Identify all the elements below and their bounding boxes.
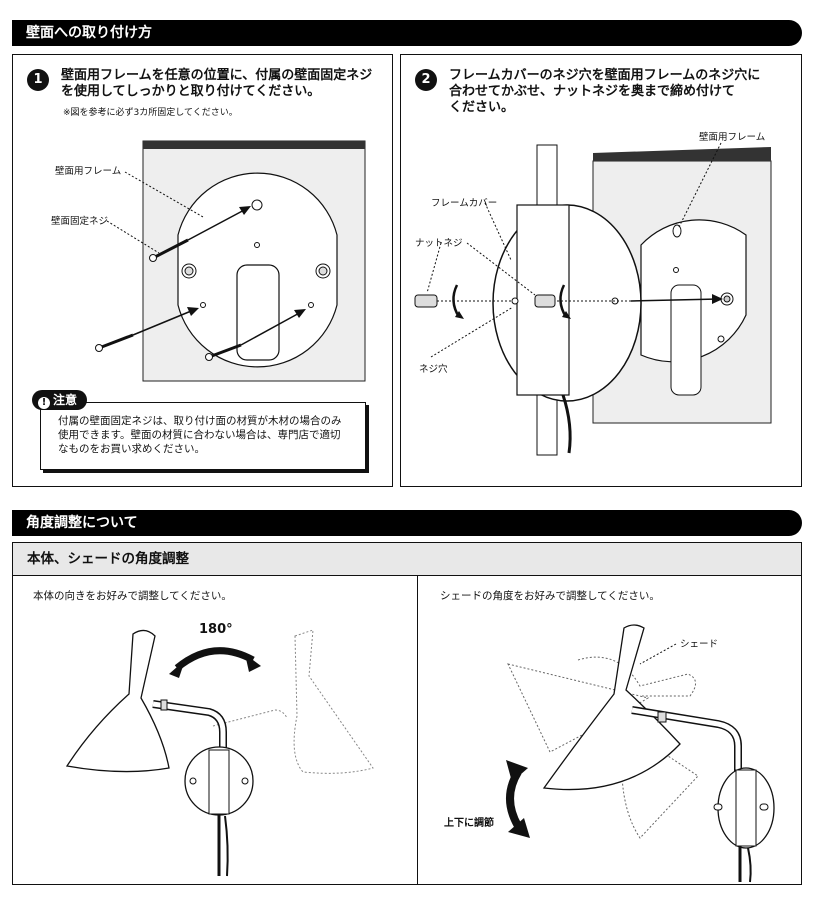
label-nut-screw: ナットネジ — [415, 238, 463, 249]
step1-illustration — [95, 140, 366, 382]
label-wall-frame-2: 壁面用フレーム — [699, 132, 766, 143]
label-frame-cover: フレームカバー — [431, 198, 498, 209]
caution-line2: 使用できます。壁面の材質に合わない場合は、専門店で適切 — [58, 429, 341, 441]
step1-panel: 1 壁面用フレームを任意の位置に、付属の壁面固定ネジ を使用してしっかりと取り付… — [12, 54, 393, 487]
section-title: 壁面への取り付け方 — [26, 25, 152, 41]
caution-box — [40, 402, 366, 470]
section-header-installation: 壁面への取り付け方 — [12, 20, 802, 46]
step2-line3: ください。 — [449, 100, 515, 115]
body-rotation-illustration — [65, 629, 374, 877]
subsection-header: 本体、シェードの角度調整 — [12, 542, 802, 576]
step1-note: ※図を参考に必ず3カ所固定してください。 — [63, 108, 238, 118]
label-wall-screw: 壁面固定ネジ — [51, 216, 109, 227]
shade-angle-instruction: シェードの角度をお好みで調整してください。 — [440, 590, 660, 602]
caution-line3: なものをお買い求めください。 — [58, 443, 205, 455]
rotation-angle-label: 180° — [199, 622, 233, 637]
body-angle-instruction: 本体の向きをお好みで調整してください。 — [33, 590, 232, 602]
section-header-angle: 角度調整について — [12, 510, 802, 536]
step2-illustration — [414, 142, 772, 456]
caution-text: 付属の壁面固定ネジは、取り付け面の材質が木材の場合のみ 使用できます。壁面の材質… — [58, 414, 358, 456]
caution-tag: !注意 — [32, 390, 88, 410]
step2-line2: 合わせてかぶせ、ナットネジを奥まで締め付けて — [449, 84, 736, 99]
step1-line2: を使用してしっかりと取り付けてください。 — [61, 84, 321, 99]
step2-instruction: フレームカバーのネジ穴を壁面用フレームのネジ穴に 合わせてかぶせ、ナットネジを奥… — [449, 68, 794, 116]
label-screw-hole: ネジ穴 — [419, 364, 448, 375]
shade-angle-panel: シェードの角度をお好みで調整してください。 シェード 上下に調節 — [417, 575, 802, 885]
step2-number-badge: 2 — [415, 69, 437, 91]
section-title-angle: 角度調整について — [26, 515, 138, 531]
exclamation-icon: ! — [38, 397, 50, 409]
label-up-down-adjust: 上下に調節 — [444, 818, 494, 829]
step1-instruction: 壁面用フレームを任意の位置に、付属の壁面固定ネジ を使用してしっかりと取り付けて… — [61, 68, 391, 100]
step1-number-badge: 1 — [27, 69, 49, 91]
caution-line1: 付属の壁面固定ネジは、取り付け面の材質が木材の場合のみ — [58, 415, 342, 427]
label-shade: シェード — [680, 639, 719, 650]
shade-adjust-illustration — [506, 624, 775, 883]
caution-title: 注意 — [53, 393, 78, 407]
body-angle-panel: 本体の向きをお好みで調整してください。 180° — [12, 575, 418, 885]
step2-line1: フレームカバーのネジ穴を壁面用フレームのネジ穴に — [449, 68, 761, 83]
subsection-title: 本体、シェードの角度調整 — [27, 551, 189, 567]
label-wall-frame: 壁面用フレーム — [55, 166, 122, 177]
step2-panel: 2 フレームカバーのネジ穴を壁面用フレームのネジ穴に 合わせてかぶせ、ナットネジ… — [400, 54, 802, 487]
step1-line1: 壁面用フレームを任意の位置に、付属の壁面固定ネジ — [61, 68, 373, 83]
